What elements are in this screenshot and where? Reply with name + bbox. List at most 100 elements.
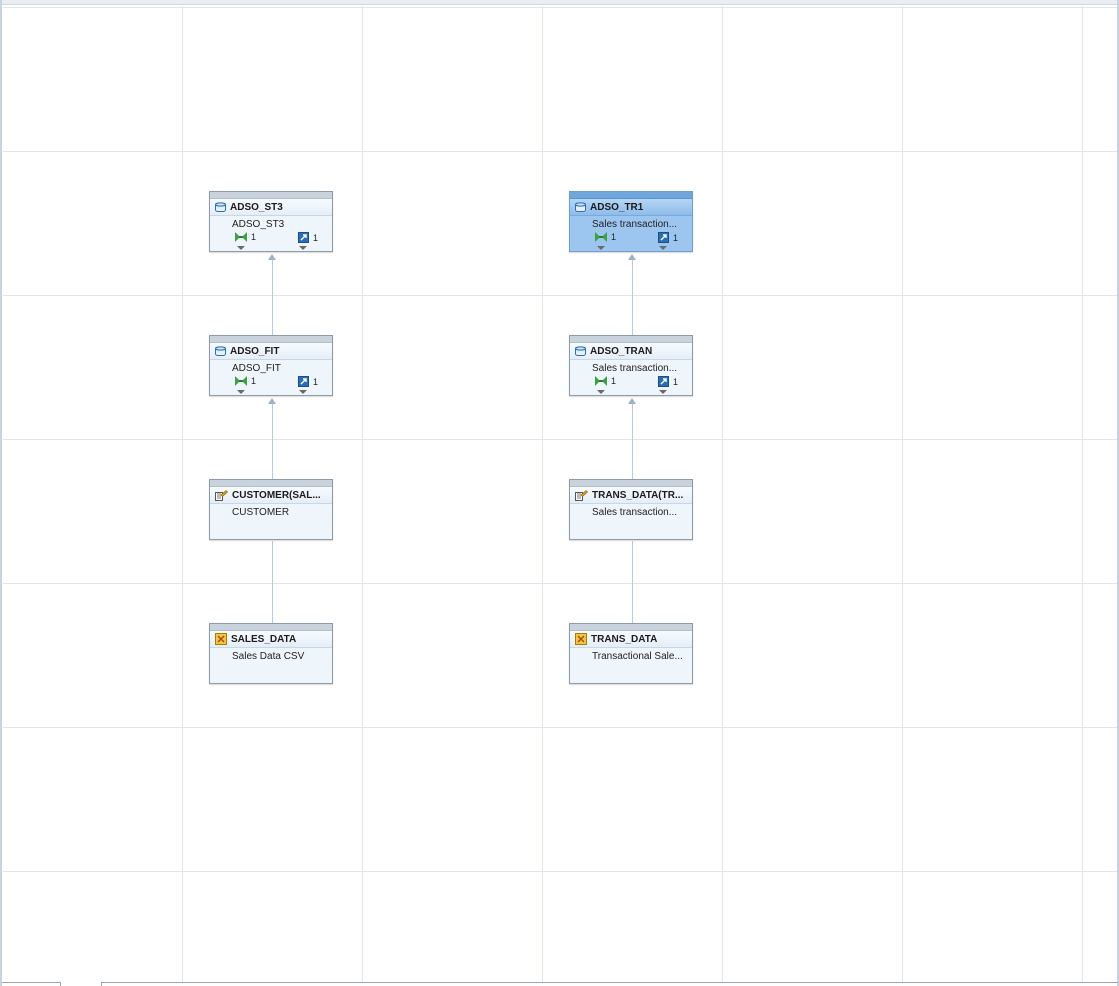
dtp-icon <box>298 232 309 243</box>
grid-line <box>3 7 1117 8</box>
database-cylinder-icon <box>215 202 226 212</box>
node-title: SALES_DATA <box>231 633 297 645</box>
grid-line <box>362 6 363 983</box>
node-header-bar <box>570 624 692 631</box>
grid-line <box>3 151 1117 152</box>
node-description: Sales transaction... <box>592 507 678 518</box>
node-header-bar <box>570 192 692 199</box>
port-marker <box>237 246 245 250</box>
node-header: ADSO_TRAN <box>570 343 692 360</box>
node-header: SALES_DATA <box>210 631 332 648</box>
grid-line <box>182 6 183 983</box>
arrowhead-icon <box>268 254 276 260</box>
grid-line <box>3 583 1117 584</box>
transformation-icon <box>595 376 607 386</box>
datasource-icon <box>215 489 228 501</box>
node-description: Sales transaction... <box>592 219 678 230</box>
node-adso-st3[interactable]: ADSO_ST3 ADSO_ST3 1 1 <box>209 191 333 252</box>
transformation-icon <box>235 232 247 242</box>
canvas-top-border <box>0 0 1119 5</box>
dataflow-connector <box>272 257 273 335</box>
dataflow-connector <box>272 541 273 623</box>
node-metrics: 1 1 <box>570 374 692 394</box>
port-marker <box>597 246 605 250</box>
dataflow-connector <box>632 257 633 335</box>
transformation-count[interactable]: 1 <box>235 376 256 386</box>
grid-line <box>3 295 1117 296</box>
source-system-icon <box>575 633 587 645</box>
node-adso-tr1[interactable]: ADSO_TR1 Sales transaction... 1 1 <box>569 191 693 252</box>
node-header-bar <box>210 624 332 631</box>
node-description: ADSO_FIT <box>232 363 281 374</box>
node-title: ADSO_TR1 <box>590 201 644 213</box>
node-description: Sales Data CSV <box>232 651 305 662</box>
node-title: TRANS_DATA(TR... <box>592 489 684 501</box>
dataflow-connector <box>272 401 273 479</box>
dataflow-connector <box>632 541 633 623</box>
node-header-bar <box>210 336 332 343</box>
node-header: ADSO_FIT <box>210 343 332 360</box>
node-metrics: 1 1 <box>210 230 332 250</box>
bottom-tab[interactable] <box>2 982 61 986</box>
bottom-tab-strip <box>0 982 1119 986</box>
arrowhead-icon <box>268 398 276 404</box>
node-title: ADSO_TRAN <box>590 345 653 357</box>
node-trans-data-source[interactable]: TRANS_DATA Transactional Sale... <box>569 623 693 684</box>
grid-line <box>542 6 543 983</box>
node-description: Transactional Sale... <box>592 651 683 662</box>
node-title: ADSO_FIT <box>230 345 280 357</box>
node-description: CUSTOMER <box>232 507 290 518</box>
port-marker <box>659 390 667 394</box>
node-description: Sales transaction... <box>592 363 678 374</box>
node-metrics: 1 1 <box>570 230 692 250</box>
node-header: ADSO_TR1 <box>570 199 692 216</box>
dtp-count[interactable]: 1 <box>658 376 678 387</box>
dtp-icon <box>658 376 669 387</box>
arrowhead-icon <box>628 254 636 260</box>
node-title: TRANS_DATA <box>591 633 658 645</box>
grid-line <box>3 439 1117 440</box>
transformation-count[interactable]: 1 <box>235 232 256 242</box>
port-marker <box>299 390 307 394</box>
grid-line <box>3 727 1117 728</box>
node-metrics: 1 1 <box>210 374 332 394</box>
arrowhead-icon <box>628 398 636 404</box>
bottom-panel-border <box>101 982 1118 986</box>
port-marker <box>597 390 605 394</box>
database-cylinder-icon <box>575 346 586 356</box>
database-cylinder-icon <box>215 346 226 356</box>
dtp-icon <box>658 232 669 243</box>
transformation-count[interactable]: 1 <box>595 232 616 242</box>
canvas-right-border <box>1117 0 1119 986</box>
node-header: CUSTOMER(SAL... <box>210 487 332 504</box>
node-customer-datasource[interactable]: CUSTOMER(SAL... CUSTOMER <box>209 479 333 540</box>
node-header-bar <box>570 336 692 343</box>
port-marker <box>237 390 245 394</box>
grid-line <box>902 6 903 983</box>
transformation-icon <box>595 232 607 242</box>
node-title: ADSO_ST3 <box>230 201 283 213</box>
grid-line <box>722 6 723 983</box>
node-header-bar <box>570 480 692 487</box>
node-adso-tran[interactable]: ADSO_TRAN Sales transaction... 1 1 <box>569 335 693 396</box>
transformation-count[interactable]: 1 <box>595 376 616 386</box>
database-cylinder-icon <box>575 202 586 212</box>
port-marker <box>659 246 667 250</box>
dtp-icon <box>298 376 309 387</box>
node-sales-data-source[interactable]: SALES_DATA Sales Data CSV <box>209 623 333 684</box>
dataflow-connector <box>632 401 633 479</box>
dtp-count[interactable]: 1 <box>298 376 318 387</box>
node-header-bar <box>210 480 332 487</box>
grid-line <box>3 871 1117 872</box>
datasource-icon <box>575 489 588 501</box>
node-adso-fit[interactable]: ADSO_FIT ADSO_FIT 1 1 <box>209 335 333 396</box>
node-header: TRANS_DATA(TR... <box>570 487 692 504</box>
node-trans-data-datasource[interactable]: TRANS_DATA(TR... Sales transaction... <box>569 479 693 540</box>
node-header: ADSO_ST3 <box>210 199 332 216</box>
source-system-icon <box>215 633 227 645</box>
dtp-count[interactable]: 1 <box>298 232 318 243</box>
dtp-count[interactable]: 1 <box>658 232 678 243</box>
grid-line <box>1082 6 1083 983</box>
node-header-bar <box>210 192 332 199</box>
